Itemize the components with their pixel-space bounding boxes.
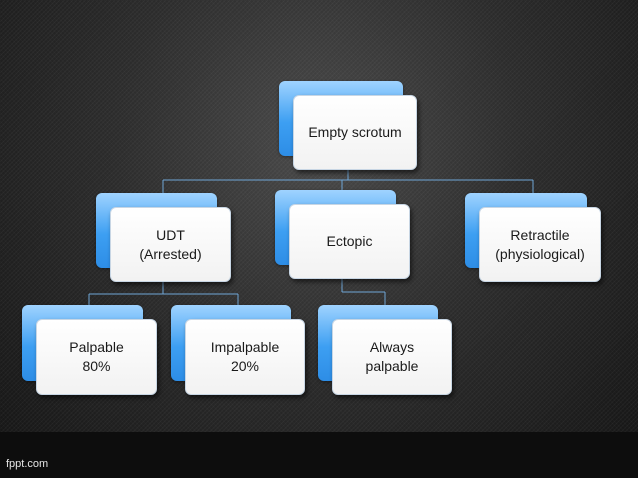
node-label-line: (Arrested) (139, 245, 202, 262)
node-label-line: Empty scrotum (308, 124, 402, 140)
footer-credit: fppt.com (6, 458, 49, 470)
node-retractile: Retractile (physiological) (465, 193, 601, 282)
node-label-line: UDT (156, 226, 185, 243)
node-ectopic: Ectopic (275, 190, 410, 279)
node-label-box: UDT (Arrested) (110, 207, 231, 282)
node-empty-scrotum: Empty scrotum (279, 81, 417, 170)
node-label-line: 80% (82, 358, 111, 374)
node-label-line: Ectopic (326, 233, 373, 249)
node-label-box: Retractile (physiological) (479, 207, 601, 282)
node-label-line: Always (369, 339, 415, 355)
node-palpable: Palpable 80% (22, 305, 157, 395)
node-label-line: Palpable (69, 339, 124, 355)
node-label-line: 20% (230, 358, 260, 374)
node-label-box: Always palpable (332, 319, 452, 395)
node-label-line: (physiological) (495, 245, 585, 262)
footer-band (0, 432, 638, 478)
node-label-box: Ectopic (289, 204, 410, 279)
node-impalpable: Impalpable 20% (171, 305, 305, 395)
node-always-palpable: Always palpable (318, 305, 452, 395)
node-label-line: palpable (365, 358, 419, 374)
node-udt: UDT (Arrested) (96, 193, 231, 282)
node-label-box: Palpable 80% (36, 319, 157, 395)
node-label-box: Impalpable 20% (185, 319, 305, 395)
node-label-line: Retractile (510, 226, 570, 243)
node-label-box: Empty scrotum (293, 95, 417, 170)
node-label-line: Impalpable (210, 339, 280, 355)
